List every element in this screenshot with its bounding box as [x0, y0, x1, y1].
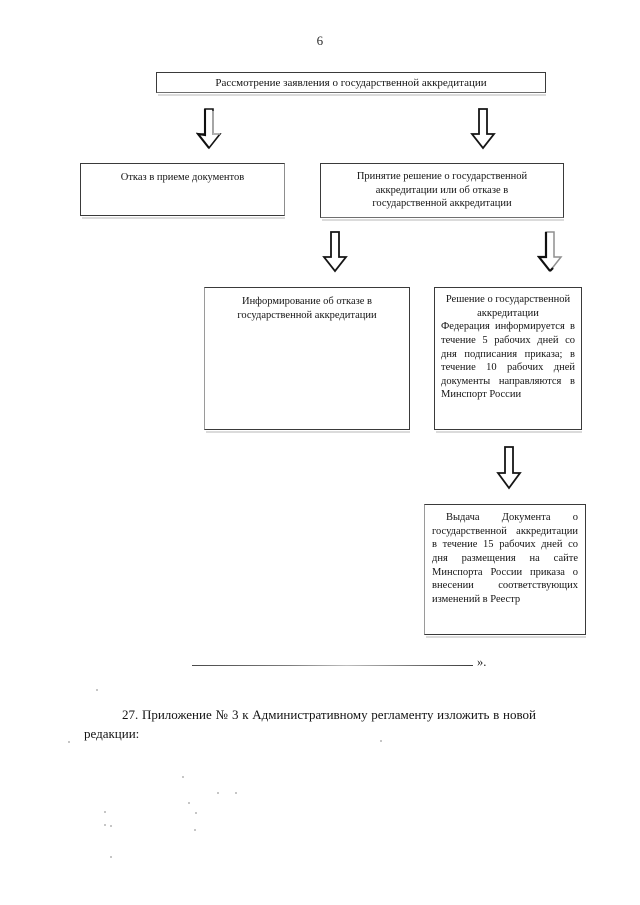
scan-speck [110, 825, 112, 827]
scan-speck [380, 740, 382, 742]
arrow-accreditation-to-issuance-icon [496, 446, 522, 490]
scan-smudge [206, 431, 410, 433]
closing-rule-line [192, 665, 473, 666]
decision-box-line-1: Принятие решение о государственной [356, 171, 528, 182]
scan-speck [68, 741, 70, 743]
scan-speck [235, 792, 237, 794]
informing-box-line-1: Информирование об отказе в [241, 296, 373, 307]
closing-quote-mark: ». [477, 655, 487, 669]
decision-box-line-2: аккредитации или об отказе в [375, 184, 509, 196]
accreditation-decision-body: Федерация информируется в течение 5 рабо… [441, 321, 575, 401]
refusal-box: Отказ в приеме документов [80, 163, 285, 216]
arrow-decision-to-informing-icon [322, 231, 348, 273]
scan-smudge [82, 217, 285, 219]
decision-box: Принятие решение о государственной аккре… [320, 163, 564, 218]
refusal-box-text: Отказ в приеме документов [120, 172, 245, 183]
flowchart-title-box: Рассмотрение заявления о государственной… [156, 72, 546, 93]
scan-speck [188, 802, 190, 804]
scan-speck [96, 689, 98, 691]
accreditation-decision-box: Решение о государственной аккредитации Ф… [434, 287, 582, 430]
issuance-box: Выдача Документа о государственной аккре… [424, 504, 586, 635]
decision-box-line-3: государственной аккредитации [372, 198, 512, 210]
arrow-decision-to-accreditation-icon [537, 231, 563, 273]
accreditation-decision-heading-1: Решение о государственной [445, 294, 571, 305]
scan-smudge [436, 431, 582, 433]
flowchart-title-text: Рассмотрение заявления о государственной… [215, 77, 487, 89]
scan-smudge [322, 219, 564, 221]
scan-speck [194, 829, 196, 831]
scan-speck [182, 776, 184, 778]
informing-box-line-2: государственной аккредитации [237, 309, 377, 321]
scan-speck [217, 792, 219, 794]
page-number: 6 [316, 33, 324, 48]
informing-box: Информирование об отказе в государственн… [204, 287, 410, 430]
scan-speck [104, 824, 106, 826]
arrow-title-to-refusal-icon [196, 108, 222, 150]
issuance-box-text: Выдача Документа о государственной аккре… [432, 512, 578, 605]
scan-smudge [426, 636, 586, 638]
scan-speck [110, 856, 112, 858]
arrow-title-to-decision-icon [470, 108, 496, 150]
scan-smudge [158, 94, 546, 96]
scan-speck [195, 812, 197, 814]
closing-paragraph: 27. Приложение № 3 к Административному р… [84, 707, 536, 741]
accreditation-decision-heading-2: аккредитации [477, 307, 539, 319]
scan-speck [104, 811, 106, 813]
